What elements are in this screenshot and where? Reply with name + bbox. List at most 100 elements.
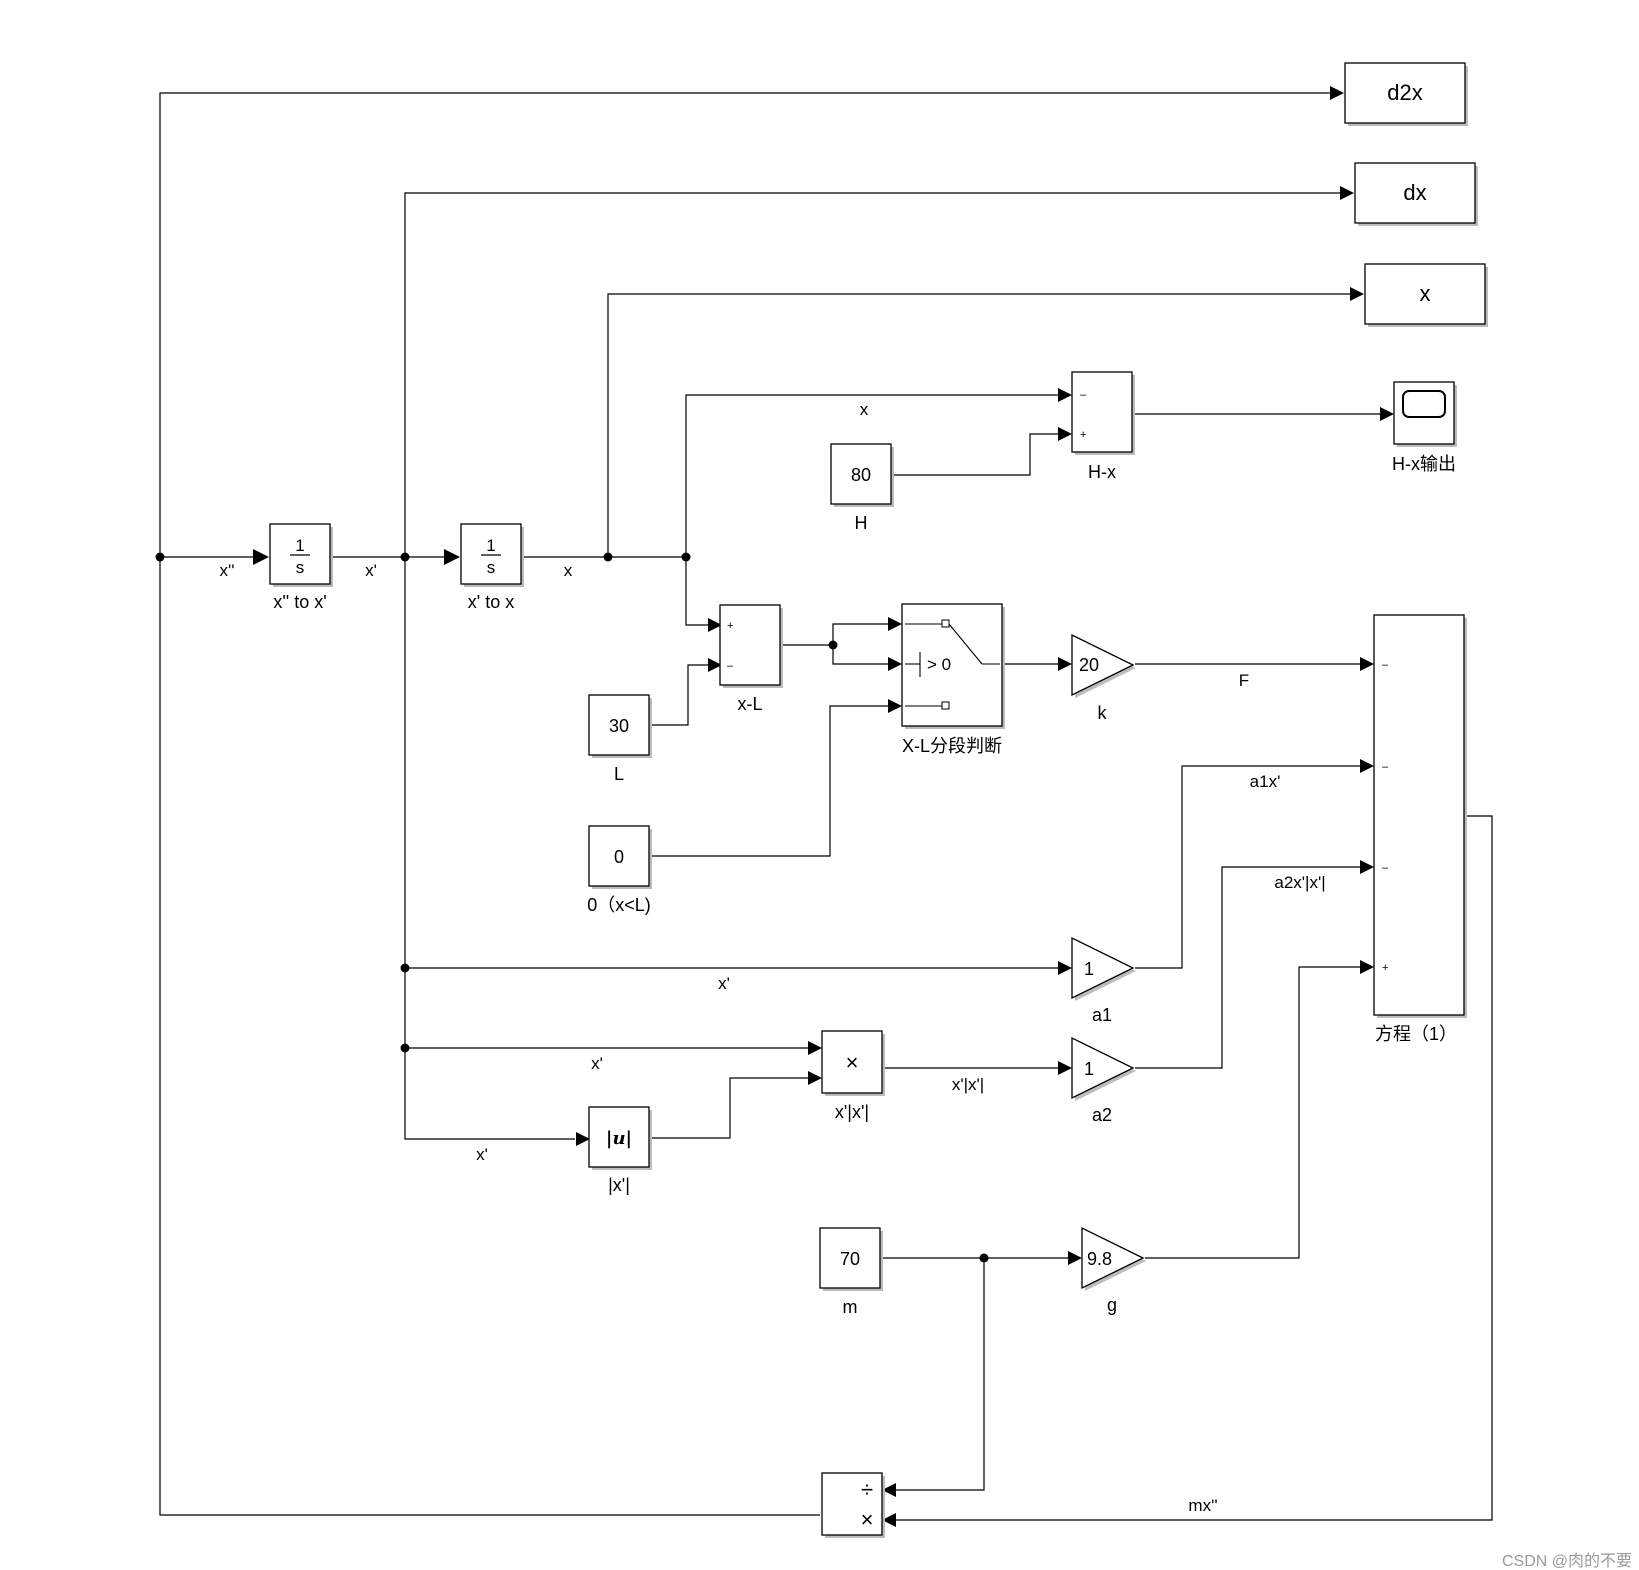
constant-m[interactable]: 70 m	[819, 1227, 883, 1317]
gain-k-label: k	[1098, 703, 1108, 723]
arrow-hx-2	[1058, 427, 1072, 441]
xl-sign-1: +	[727, 620, 733, 632]
scope-screen-icon	[1402, 390, 1446, 418]
gain-g[interactable]: 9.8 g	[1081, 1226, 1146, 1315]
int2-denominator: s	[487, 558, 496, 577]
scope-block[interactable]: H-x输出	[1392, 381, 1457, 474]
signal-label-a1xd: a1x'	[1250, 772, 1281, 791]
gain-a2[interactable]: 1 a2	[1071, 1036, 1136, 1125]
outport-x[interactable]: x	[1364, 263, 1488, 327]
divide-div-symbol: ÷	[861, 1477, 873, 1502]
signal-label-xdabs: x'|x'|	[952, 1075, 984, 1094]
arrowheads	[253, 86, 1394, 1527]
sum-x-minus-L[interactable]: + – x-L	[719, 604, 783, 714]
product-block[interactable]: × x'|x'|	[821, 1030, 885, 1122]
signal-lines	[159, 92, 1493, 1521]
signal-label-x-top: x	[860, 400, 869, 419]
arrow-xl-1	[708, 618, 722, 632]
constant-L[interactable]: 30 L	[588, 694, 652, 784]
junction-dots	[155, 552, 989, 1263]
outport-dx[interactable]: dx	[1354, 162, 1478, 226]
arrow-eq-4	[1360, 960, 1374, 974]
constant-m-value: 70	[840, 1249, 860, 1269]
arrow-hx-1	[1058, 388, 1072, 402]
wire-xd-to-dx	[404, 192, 1345, 557]
abs-block[interactable]: |u| |x'|	[588, 1106, 652, 1195]
arrow-x	[1350, 287, 1364, 301]
arrow-eq-3	[1360, 860, 1374, 874]
integrator-xd-to-x[interactable]: 1 s x' to x	[460, 523, 524, 612]
arrow-sw-1	[888, 617, 902, 631]
junction-m	[979, 1253, 989, 1263]
wire-x-to-hx	[685, 394, 1058, 557]
arrow-int2	[444, 549, 460, 565]
arrow-divide-2	[882, 1513, 896, 1527]
constant-zero-label: 0（x<L)	[587, 895, 651, 915]
abs-symbol: |u|	[606, 1128, 632, 1149]
constant-m-label: m	[843, 1297, 858, 1317]
int2-label: x' to x	[468, 592, 514, 612]
product-symbol: ×	[846, 1050, 859, 1075]
integrator-xdd-to-xd[interactable]: 1 s x'' to x'	[269, 523, 333, 612]
constant-H-label: H	[855, 513, 868, 533]
wire-divide-to-xdd	[159, 556, 820, 1516]
gain-a1-label: a1	[1092, 1005, 1112, 1025]
watermark: CSDN @肉的不要	[1502, 1552, 1632, 1570]
outport-dx-label: dx	[1403, 180, 1426, 205]
constant-zero[interactable]: 0 0（x<L)	[587, 825, 652, 915]
arrow-g	[1068, 1251, 1082, 1265]
arrow-abs	[576, 1132, 590, 1146]
eq-sign-2: –	[1382, 761, 1389, 773]
constant-H[interactable]: 80 H	[830, 443, 894, 533]
constant-H-value: 80	[851, 465, 871, 485]
signal-label-xdd: x''	[220, 561, 235, 580]
junction-xd-a1	[400, 963, 410, 973]
signal-label-mxdd: mx''	[1188, 1496, 1217, 1515]
signal-labels: x'' x' x x F a1x' a2x'|x'| x' x' x' x'|x…	[220, 400, 1326, 1515]
gain-a2-label: a2	[1092, 1105, 1112, 1125]
arrow-sw-3	[888, 699, 902, 713]
sum-H-minus-x[interactable]: – + H-x	[1071, 371, 1135, 482]
xl-label: x-L	[737, 694, 762, 714]
hx-sign-1: –	[1080, 389, 1087, 401]
sum-equation-1[interactable]: – – – + 方程（1）	[1373, 614, 1467, 1044]
arrow-dx	[1340, 186, 1354, 200]
wire-x-to-xl	[685, 557, 708, 626]
signal-label-xd-product: x'	[591, 1054, 603, 1073]
hx-sign-2: +	[1080, 429, 1086, 441]
gain-a2-value: 1	[1084, 1059, 1094, 1079]
switch-block[interactable]: > 0 X-L分段判断	[901, 603, 1005, 756]
arrow-eq-2	[1360, 759, 1374, 773]
eq-sign-4: +	[1382, 962, 1388, 974]
divide-mul-symbol: ×	[861, 1507, 874, 1532]
outport-d2x[interactable]: d2x	[1344, 62, 1468, 126]
junction-xdd	[155, 552, 165, 562]
wire-xl-to-sw2	[832, 645, 888, 665]
arrow-k	[1058, 657, 1072, 671]
wire-zero-to-sw3	[650, 705, 888, 857]
arrow-a2	[1058, 1061, 1072, 1075]
wire-a2-to-eq	[1135, 866, 1360, 1069]
arrow-a1	[1058, 961, 1072, 975]
xl-sign-2: –	[727, 660, 734, 672]
wire-xd-bus	[404, 557, 575, 1140]
wire-eq-to-divide	[888, 815, 1493, 1521]
scope-label: H-x输出	[1392, 454, 1456, 474]
wire-g-to-eq	[1145, 966, 1360, 1259]
gain-a1[interactable]: 1 a1	[1071, 936, 1136, 1025]
eq-sign-3: –	[1382, 862, 1389, 874]
outport-d2x-label: d2x	[1387, 80, 1422, 105]
wire-m-to-divide	[888, 1258, 985, 1491]
wire-x-to-outport	[607, 293, 1355, 557]
arrow-eq-1	[1360, 657, 1374, 671]
hx-label: H-x	[1088, 462, 1116, 482]
signal-label-x: x	[564, 561, 573, 580]
wire-abs-to-product	[650, 1077, 808, 1139]
constant-L-value: 30	[609, 716, 629, 736]
eq-sign-1: –	[1382, 659, 1389, 671]
divide-block[interactable]: ÷ ×	[821, 1472, 885, 1538]
gain-g-value: 9.8	[1087, 1249, 1112, 1269]
arrow-divide-1	[882, 1483, 896, 1497]
abs-label: |x'|	[608, 1175, 630, 1195]
gain-k[interactable]: 20 k	[1071, 633, 1136, 723]
